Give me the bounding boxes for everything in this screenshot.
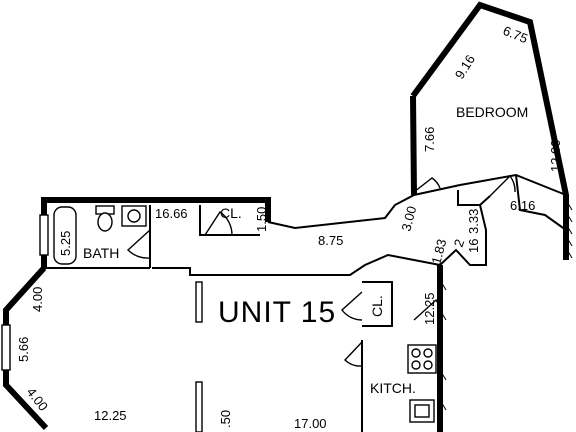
door-kitchen (344, 341, 363, 367)
dim-living-17-00: 17.00 (294, 416, 327, 431)
dim-hall-8-75: 8.75 (318, 233, 343, 248)
dim-hall-16: 16 (466, 239, 481, 253)
exterior-walls (3, 1, 569, 432)
dim-bedroom-top: 6.75 (501, 23, 530, 46)
dim-bedroom-bottom: 6.16 (510, 198, 535, 213)
window-bath (39, 214, 49, 256)
toilet-bowl (97, 212, 113, 232)
hall-closet-wall (199, 205, 260, 236)
dim-living-50: .50 (218, 410, 233, 428)
living-wall-stub-top (195, 281, 203, 323)
dim-bedroom-diag: 9.16 (452, 52, 478, 81)
door-entry-closet (341, 291, 363, 321)
window-living-west (1, 324, 11, 371)
interior-walls (44, 173, 567, 432)
kitchen-sink-basin (414, 404, 430, 418)
wall-hatching (439, 199, 573, 411)
hall-wall-upper (267, 173, 567, 230)
dim-hall-2: 2 (451, 237, 468, 249)
dim-hall-1-50: 1.50 (254, 207, 269, 232)
bathtub (53, 206, 77, 265)
dim-bedroom-left: 7.66 (422, 127, 437, 152)
bath-sink-basin (127, 209, 141, 223)
windows (1, 214, 49, 371)
entry-closet-wall (362, 281, 393, 327)
hall-wall-lower (152, 253, 441, 276)
bedroom-wall-north (410, 1, 569, 260)
dim-living-12-25: 12.25 (94, 408, 127, 423)
bedroom-wall-south (457, 190, 491, 206)
kitchen-stove (407, 344, 437, 374)
door-hall-closet (204, 211, 233, 236)
dim-hall-3-33: 3.33 (466, 209, 481, 234)
door-entry (413, 298, 442, 329)
living-wall-stub-bottom (195, 381, 203, 432)
bedroom-wall-south-east (515, 174, 567, 231)
dim-bedroom-right: 12.00 (548, 139, 563, 172)
hall-closet-label: CL. (220, 205, 242, 221)
dim-hall-16-66: 16.66 (155, 206, 188, 221)
stove-burner-4 (423, 360, 433, 370)
door-bath (126, 229, 151, 259)
stove-burner-2 (423, 348, 433, 358)
dim-hall-1-83: 1.83 (428, 237, 449, 265)
dim-bath-5-25: 5.25 (58, 231, 73, 256)
dim-living-4-00-top: 4.00 (30, 287, 45, 312)
stove-burner-1 (411, 348, 421, 358)
dim-hall-3-00: 3.00 (398, 204, 419, 232)
bedroom-closet-wall (439, 204, 487, 266)
entry-closet-label: CL. (369, 295, 385, 317)
bedroom-label: BEDROOM (456, 104, 528, 120)
doors (126, 174, 516, 367)
dim-kitchen-12-25: 12.25 (422, 292, 437, 325)
dim-living-5-66: 5.66 (16, 337, 31, 362)
door-bedroom-closet (489, 174, 516, 197)
kitchen-label: KITCH. (370, 380, 416, 396)
bath-label: BATH (83, 245, 119, 261)
stove-burner-3 (411, 360, 421, 370)
unit-label: UNIT 15 (218, 296, 336, 329)
room-labels: UNIT 15 BEDROOM BATH KITCH. CL. CL. (83, 104, 528, 396)
door-bedroom (413, 177, 441, 193)
bedroom-wall-west (410, 95, 417, 196)
fixtures (53, 205, 437, 423)
